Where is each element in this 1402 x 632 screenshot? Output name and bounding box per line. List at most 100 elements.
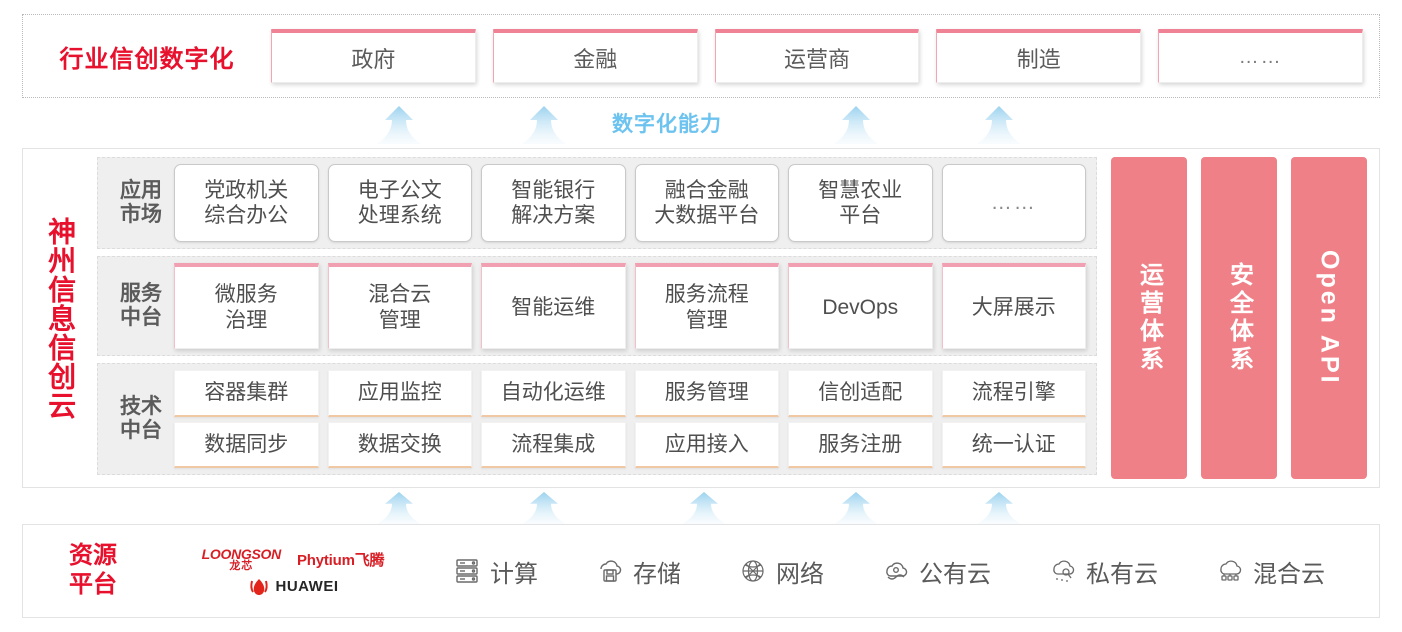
layer-label-service-platform: 服务 中台 <box>108 263 174 349</box>
tech-cell-app-monitoring[interactable]: 应用监控 <box>327 370 472 417</box>
tech-cell-process-engine[interactable]: 流程引擎 <box>941 370 1086 417</box>
resource-arrow-strip <box>22 488 1380 524</box>
resource-item-storage[interactable]: 存储 <box>594 554 681 589</box>
layer-label-line: 技术 <box>120 394 162 418</box>
application-market-cells: 党政机关 综合办公 电子公文 处理系统 智能银行 <box>174 164 1086 242</box>
industry-box-more[interactable]: …… <box>1158 29 1363 83</box>
resource-item-hybrid-cloud[interactable]: 混合云 <box>1214 554 1325 589</box>
app-cell-smart-bank-solution[interactable]: 智能银行 解决方案 <box>481 164 626 242</box>
loongson-logo-icon: LOONGSON 龙芯 <box>201 545 282 572</box>
cell-line: 解决方案 <box>511 204 596 227</box>
tech-cell-app-access[interactable]: 应用接入 <box>634 421 779 468</box>
tech-cell-data-sync[interactable]: 数据同步 <box>174 421 319 468</box>
tech-cell-process-integration[interactable]: 流程集成 <box>481 421 626 468</box>
svc-cell-hybrid-cloud-management[interactable]: 混合云 管理 <box>327 263 472 349</box>
svc-cell-large-screen-display[interactable]: 大屏展示 <box>941 263 1086 349</box>
resource-item-private-cloud[interactable]: 私有云 <box>1047 554 1158 589</box>
cell-line: 处理系统 <box>357 204 442 227</box>
app-cell-smart-agriculture-platform[interactable]: 智慧农业 平台 <box>788 164 933 242</box>
layer-application-market: 应用 市场 党政机关 综合办公 电子公 <box>97 157 1097 249</box>
up-arrow-icon <box>522 106 566 144</box>
svc-cell-devops[interactable]: DevOps <box>788 263 933 349</box>
industry-box-manufacturing[interactable]: 制造 <box>936 29 1142 83</box>
up-arrow-icon <box>977 492 1021 524</box>
layer-label-line: 中台 <box>120 306 162 329</box>
cell-line: DevOps <box>822 295 899 319</box>
phytium-logo-icon: Phytium飞腾 <box>296 551 385 569</box>
resource-platform-band: 资源 平台 LOONGSON 龙芯 Phytium飞腾 HUAWEI <box>22 524 1380 618</box>
industry-band-title: 行业信创数字化 <box>59 45 235 73</box>
up-arrow-icon <box>377 492 421 524</box>
capability-label: 数字化能力 <box>612 113 722 136</box>
resource-item-label: 私有云 <box>1086 560 1158 588</box>
resource-item-public-cloud[interactable]: 公有云 <box>880 554 991 589</box>
resource-item-compute[interactable]: 计算 <box>451 554 538 589</box>
pillar-security-system[interactable]: 安全体系 <box>1201 157 1277 479</box>
app-cell-edoc-system[interactable]: 电子公文 处理系统 <box>327 164 472 242</box>
cell-line: 大屏展示 <box>971 295 1056 319</box>
cell-line: 电子公文 <box>357 178 442 202</box>
layer-technical-platform: 技术 中台 容器集群 应用监控 自动化运维 服务管理 信创适配 流程引擎 <box>97 363 1097 475</box>
technical-platform-cells: 容器集群 应用监控 自动化运维 服务管理 信创适配 流程引擎 数据同步 数据交换… <box>174 370 1086 468</box>
industry-band: 行业信创数字化 政府 金融 运营商 制造 …… <box>22 14 1380 98</box>
layer-label-line: 服务 <box>120 281 162 305</box>
pillar-open-api[interactable]: Open API <box>1291 157 1367 479</box>
layer-label-technical-platform: 技术 中台 <box>108 370 174 468</box>
cell-line: 大数据平台 <box>654 204 760 227</box>
cell-line: 服务流程 <box>664 283 749 307</box>
tech-cell-xinchuang-adaptation[interactable]: 信创适配 <box>788 370 933 417</box>
cloud-platform-title: 神州信息信创云 <box>45 216 77 420</box>
loongson-logo-text: LOONGSON <box>201 545 282 562</box>
industry-box-government[interactable]: 政府 <box>271 29 476 83</box>
tech-cell-service-registry[interactable]: 服务注册 <box>788 421 933 468</box>
cloud-layer-stack: 应用 市场 党政机关 综合办公 电子公 <box>97 157 1097 479</box>
server-icon <box>451 555 483 587</box>
tech-cell-unified-auth[interactable]: 统一认证 <box>941 421 1086 468</box>
up-arrow-icon <box>977 106 1021 144</box>
tech-cell-automated-ops[interactable]: 自动化运维 <box>481 370 626 417</box>
vendor-logo-row: HUAWEI <box>248 578 339 596</box>
huawei-logo-text: HUAWEI <box>275 578 339 595</box>
industry-box-finance[interactable]: 金融 <box>492 29 698 83</box>
tech-cell-data-exchange[interactable]: 数据交换 <box>327 421 472 468</box>
loongson-logo-subtext: 龙芯 <box>229 559 254 572</box>
up-arrow-icon <box>522 492 566 524</box>
cell-line: 党政机关 <box>204 178 289 202</box>
resource-title-line: 平台 <box>69 571 117 598</box>
layer-service-platform: 服务 中台 微服务 治理 混合云 <box>97 256 1097 356</box>
resource-item-label: 公有云 <box>919 560 991 588</box>
svc-cell-microservice-governance[interactable]: 微服务 治理 <box>174 263 319 349</box>
huawei-logo-icon: HUAWEI <box>248 578 339 596</box>
layer-label-line: 应用 <box>120 178 162 202</box>
layer-label-line: 市场 <box>120 203 162 226</box>
layer-label-application-market: 应用 市场 <box>108 164 174 242</box>
svc-cell-service-process-management[interactable]: 服务流程 管理 <box>634 263 779 349</box>
resource-item-label: 计算 <box>490 560 538 588</box>
cell-line: 混合云 <box>368 283 432 307</box>
cell-line: 智能银行 <box>511 178 596 202</box>
vendor-logo-group: LOONGSON 龙芯 Phytium飞腾 HUAWEI <box>163 547 423 596</box>
hybrid-cloud-icon <box>1214 555 1246 587</box>
cloud-platform-panel: 神州信息信创云 应用 市场 党政机关 综 <box>22 148 1380 488</box>
app-cell-fintech-bigdata-platform[interactable]: 融合金融 大数据平台 <box>634 164 779 242</box>
cloud-platform-body: 应用 市场 党政机关 综合办公 电子公 <box>97 149 1379 487</box>
tech-cell-service-management[interactable]: 服务管理 <box>634 370 779 417</box>
app-cell-more[interactable]: …… <box>941 164 1086 242</box>
app-cell-party-government-office[interactable]: 党政机关 综合办公 <box>174 164 319 242</box>
industry-box-list: 政府 金融 运营商 制造 …… <box>271 29 1379 83</box>
resource-item-label: 存储 <box>633 560 681 588</box>
resource-item-network[interactable]: 网络 <box>737 554 824 589</box>
svc-cell-intelligent-ops[interactable]: 智能运维 <box>481 263 626 349</box>
tech-cell-container-cluster[interactable]: 容器集群 <box>174 370 319 417</box>
cell-line: 微服务 <box>214 283 278 307</box>
pillar-operations-system[interactable]: 运营体系 <box>1111 157 1187 479</box>
resource-platform-title: 资源 平台 <box>23 542 163 600</box>
layer-label-line: 中台 <box>120 419 162 442</box>
capability-arrow-strip: 数字化能力 <box>22 100 1380 144</box>
industry-box-operator[interactable]: 运营商 <box>714 29 920 83</box>
up-arrow-icon <box>682 492 726 524</box>
cell-line: 综合办公 <box>204 204 289 227</box>
cell-line: 融合金融 <box>664 178 749 202</box>
up-arrow-icon <box>377 106 421 144</box>
